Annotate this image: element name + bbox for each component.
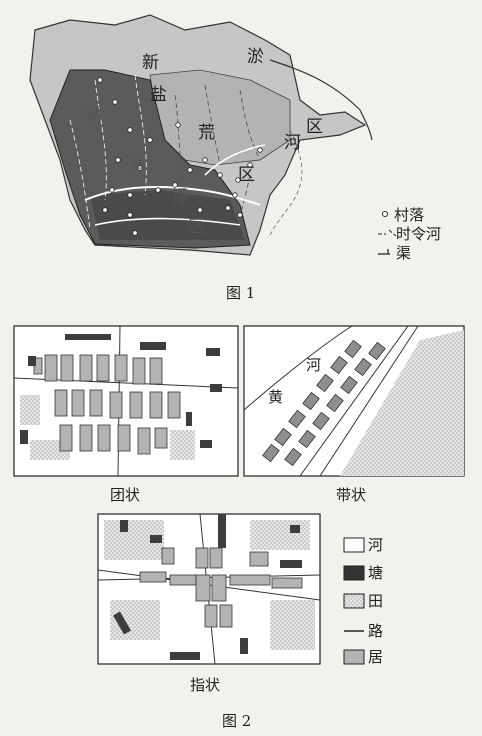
river-white-swatch-icon	[343, 537, 365, 553]
seasonal-river-line	[234, 174, 251, 236]
label-qu-1: 区	[306, 117, 323, 137]
figure1-caption: 图 1	[226, 284, 256, 302]
label-yu: 淤	[247, 47, 264, 67]
label-he: 河	[284, 133, 301, 153]
panel-daizhuang: 河 黄	[243, 325, 465, 477]
seasonal-river-line	[174, 94, 186, 186]
legend-canal-label: 渠	[396, 244, 411, 262]
panel-tuanzhuang	[13, 325, 239, 477]
seasonal-river-line	[204, 84, 221, 166]
legend2-road-label: 路	[368, 622, 383, 640]
canal-line-icon	[378, 249, 390, 255]
figure2-caption: 图 2	[222, 712, 252, 730]
panel2-river-char-1: 河	[306, 356, 321, 374]
seasonal-river-dashed-icon	[378, 229, 397, 237]
coast-inner	[269, 129, 303, 236]
legend2-pond-label: 塘	[368, 564, 383, 582]
panel2-river-char-2: 黄	[268, 388, 283, 406]
seasonal-river-line	[94, 79, 107, 201]
legend2-river-label: 河	[368, 536, 383, 554]
village-markers	[97, 77, 263, 236]
legend-seasonal-river-label: 时令河	[396, 225, 441, 243]
seasonal-river-line	[239, 89, 261, 161]
label-yan: 盐	[150, 85, 167, 105]
residence-gray-swatch-icon	[343, 649, 365, 665]
figure1-map: 新 淤 盐 荒 河 区 区 湖 沼 泽 区 村落 时令河 渠	[29, 14, 441, 262]
panel-zhizhuang	[97, 513, 321, 665]
panel-label-tuanzhuang: 团状	[110, 486, 141, 504]
legend2-residence-label: 居	[368, 648, 383, 666]
label-xin: 新	[142, 53, 159, 73]
label-hu: 湖	[85, 105, 102, 125]
legend2-field-label: 田	[368, 592, 383, 610]
coastline	[269, 59, 373, 141]
lake-swamp-band	[90, 190, 245, 240]
canal-line	[94, 217, 241, 226]
village-circle-icon	[381, 210, 389, 218]
figure2-legend: 河 塘 田 路 居	[343, 536, 383, 666]
label-zhao: 沼	[128, 153, 145, 173]
figure1-legend: 村落 时令河 渠	[378, 206, 441, 262]
legend-village-label: 村落	[394, 206, 424, 224]
label-qu-2: 区	[238, 165, 255, 185]
label-qu-3: 区	[188, 217, 205, 237]
canal-line	[204, 144, 266, 176]
pond-black-swatch-icon	[343, 565, 365, 581]
seasonal-river-line	[69, 119, 91, 231]
panel-label-daizhuang: 带状	[336, 486, 367, 504]
label-huang: 荒	[198, 123, 215, 143]
field-dotted-swatch-icon	[343, 593, 365, 609]
seasonal-river-line	[134, 74, 147, 196]
label-ze: 泽	[172, 187, 189, 207]
panel-label-zhizhuang: 指状	[190, 676, 221, 694]
